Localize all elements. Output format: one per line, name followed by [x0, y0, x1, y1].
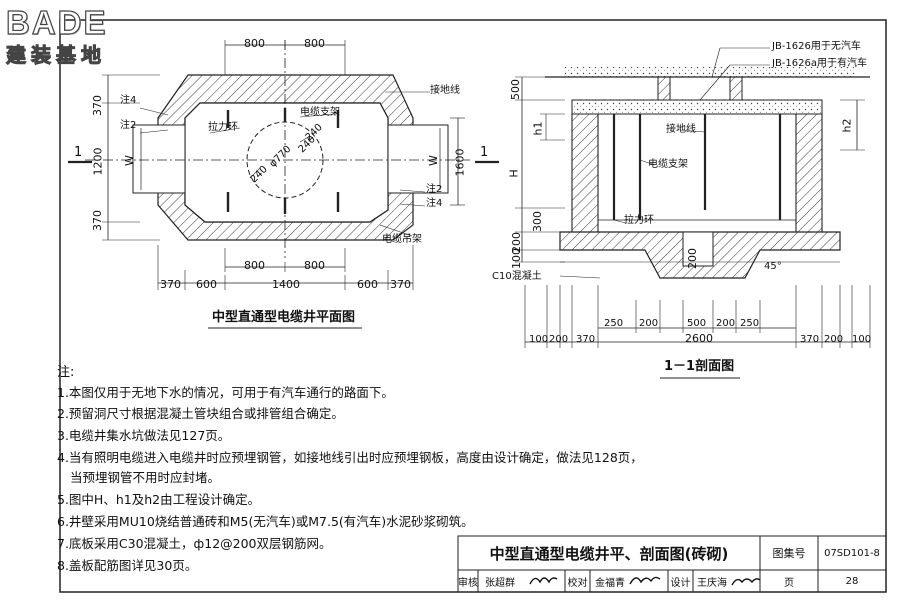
section-label-cable-bracket: 电缆支架 [648, 159, 688, 170]
section-dim-100: 100 [510, 248, 523, 269]
section-dim-outer-right-100: 100 [852, 334, 872, 345]
title-block-atlas-no: 07SD101-8 [824, 547, 880, 559]
title-block-title: 中型直通型电缆井平、剖面图(砖砌) [489, 544, 729, 563]
signatures [529, 576, 761, 586]
logo: BADE 建装基地 [5, 3, 108, 68]
note-item-6: 6.井壁采用MU10烧结普通砖和M5(无汽车)或M7.5(有汽车)水泥砂浆砌筑。 [57, 514, 474, 529]
section-dim-outer-right-200: 200 [824, 334, 844, 345]
plan-section-mark-left: 1 [74, 145, 83, 160]
logo-sub: 建装基地 [6, 43, 106, 68]
plan-dim-bottom-outer-4: 600 [357, 278, 378, 291]
note-item-4-cont: 当预埋钢管不用时应封堵。 [70, 470, 221, 485]
plan-dim-top-1: 800 [244, 37, 265, 50]
plan-dim-bottom-inner-1: 800 [244, 259, 265, 272]
plan-pipe-opening-left [132, 124, 186, 194]
section-dim-inner-200b: 200 [716, 318, 736, 329]
section-cover-slab [571, 99, 823, 115]
plan-label-zhu2-left: 注2 [120, 120, 137, 131]
plan-label-zhu4-right: 注4 [426, 198, 443, 209]
section-wall-left [571, 113, 599, 233]
section-dim-h1: h1 [531, 121, 545, 136]
plan-pipe-opening-right [387, 124, 449, 194]
section-dim-h2: h2 [840, 118, 854, 133]
plan-dim-bottom-outer-5: 370 [390, 278, 411, 291]
title-block-page-no: 28 [845, 575, 859, 587]
plan-dim-left-1: 370 [91, 95, 104, 116]
section-dim-outer-left-370: 370 [576, 334, 596, 345]
section-neck-right [729, 76, 743, 101]
section-note-line1: JB-1626用于无汽车 [772, 41, 861, 52]
plan-label-ground-wire: 接地线 [430, 85, 460, 96]
section-dim-inner-500: 500 [687, 318, 707, 329]
plan-dim-bottom-outer-1: 370 [160, 278, 181, 291]
title-block-atlas-label: 图集号 [772, 547, 806, 560]
section-dim-inner-250b: 250 [740, 318, 760, 329]
section-dim-total: 2600 [685, 332, 713, 345]
section-wall-right [795, 113, 823, 233]
section-note-line2: JB-1626a用于有汽车 [772, 58, 867, 69]
plan-dim-bottom-outer-2: 600 [196, 278, 217, 291]
plan-label-zhu4-left: 注4 [120, 95, 137, 106]
section-neck-left [657, 76, 671, 101]
section-dim-300: 300 [531, 211, 544, 232]
note-item-2: 2.预留洞尺寸根据混凝土管块组合或排管组合确定。 [57, 406, 344, 421]
note-item-7: 7.底板采用C30混凝土，ф12@200双层钢筋网。 [57, 536, 332, 551]
section-dim-outer-left-100: 100 [529, 334, 549, 345]
section-label-pull-ring: 拉力环 [624, 215, 654, 226]
section-dim-inner-250a: 250 [604, 318, 624, 329]
section-dim-H: H [507, 169, 521, 178]
section-label-ground-wire: 接地线 [666, 124, 696, 135]
notes-heading: 注: [57, 365, 75, 380]
plan-label-zhu2-right: 注2 [426, 184, 443, 195]
plan-dim-bottom-inner-2: 800 [304, 259, 325, 272]
section-view [515, 47, 871, 379]
plan-dim-right: 1600 [453, 148, 467, 177]
section-sump [682, 231, 714, 267]
section-dim-outer-left-200: 200 [549, 334, 569, 345]
note-item-3: 3.电缆井集水坑做法见127页。 [57, 428, 231, 443]
section-brackets [612, 114, 782, 220]
title-block-page-label: 页 [784, 577, 794, 589]
section-title: 1－1剖面图 [664, 359, 735, 374]
plan-dim-left-2: 1200 [91, 147, 105, 176]
section-soil-top [565, 67, 855, 77]
note-item-1: 1.本图仅用于无地下水的情况，可用于有汽车通行的路面下。 [57, 385, 394, 400]
plan-label-cable-bracket: 电缆支架 [300, 107, 340, 118]
plan-w-right: W [426, 155, 440, 166]
plan-inner-chamber [184, 102, 389, 223]
section-dim-sump: 200 [686, 248, 699, 269]
title-block-review-label: 审核 [458, 577, 478, 589]
plan-dim-left-3: 370 [91, 210, 104, 231]
logo-main: BADE [5, 3, 108, 41]
title-block-reviewer: 张超群 [485, 577, 515, 589]
section-dim-500: 500 [509, 79, 522, 100]
section-dim-outer-right-370: 370 [800, 334, 820, 345]
note-item-4: 4.当有照明电缆进入电缆井时应预埋钢管，如接地线引出时应预埋钢板，高度由设计确定… [57, 450, 643, 465]
plan-label-cable-hook: 电缆吊架 [382, 234, 422, 245]
plan-dim-bottom-outer-3: 1400 [272, 278, 300, 291]
title-block-grid [457, 535, 887, 593]
note-item-8: 8.盖板配筋图详见30页。 [57, 558, 198, 573]
plan-label-pull-ring: 拉力环 [208, 122, 238, 133]
title-block-design-label: 设计 [670, 577, 691, 589]
plan-dim-top-2: 800 [304, 37, 325, 50]
section-dim-inner-200a: 200 [639, 318, 659, 329]
plan-title: 中型直通型电缆井平面图 [212, 310, 356, 325]
section-angle: 45° [764, 261, 782, 272]
plan-w-left: W [122, 155, 136, 166]
title-block-checker: 金福青 [595, 577, 625, 589]
note-item-5: 5.图中H、h1及h2由工程设计确定。 [57, 492, 261, 507]
title-block-check-label: 校对 [567, 577, 588, 589]
section-label-concrete: C10混凝土 [492, 271, 542, 282]
plan-section-mark-right: 1 [480, 145, 489, 160]
plan-view [68, 40, 499, 290]
title-block-designer: 王庆海 [697, 577, 727, 589]
plan-cable-brackets [226, 108, 340, 214]
